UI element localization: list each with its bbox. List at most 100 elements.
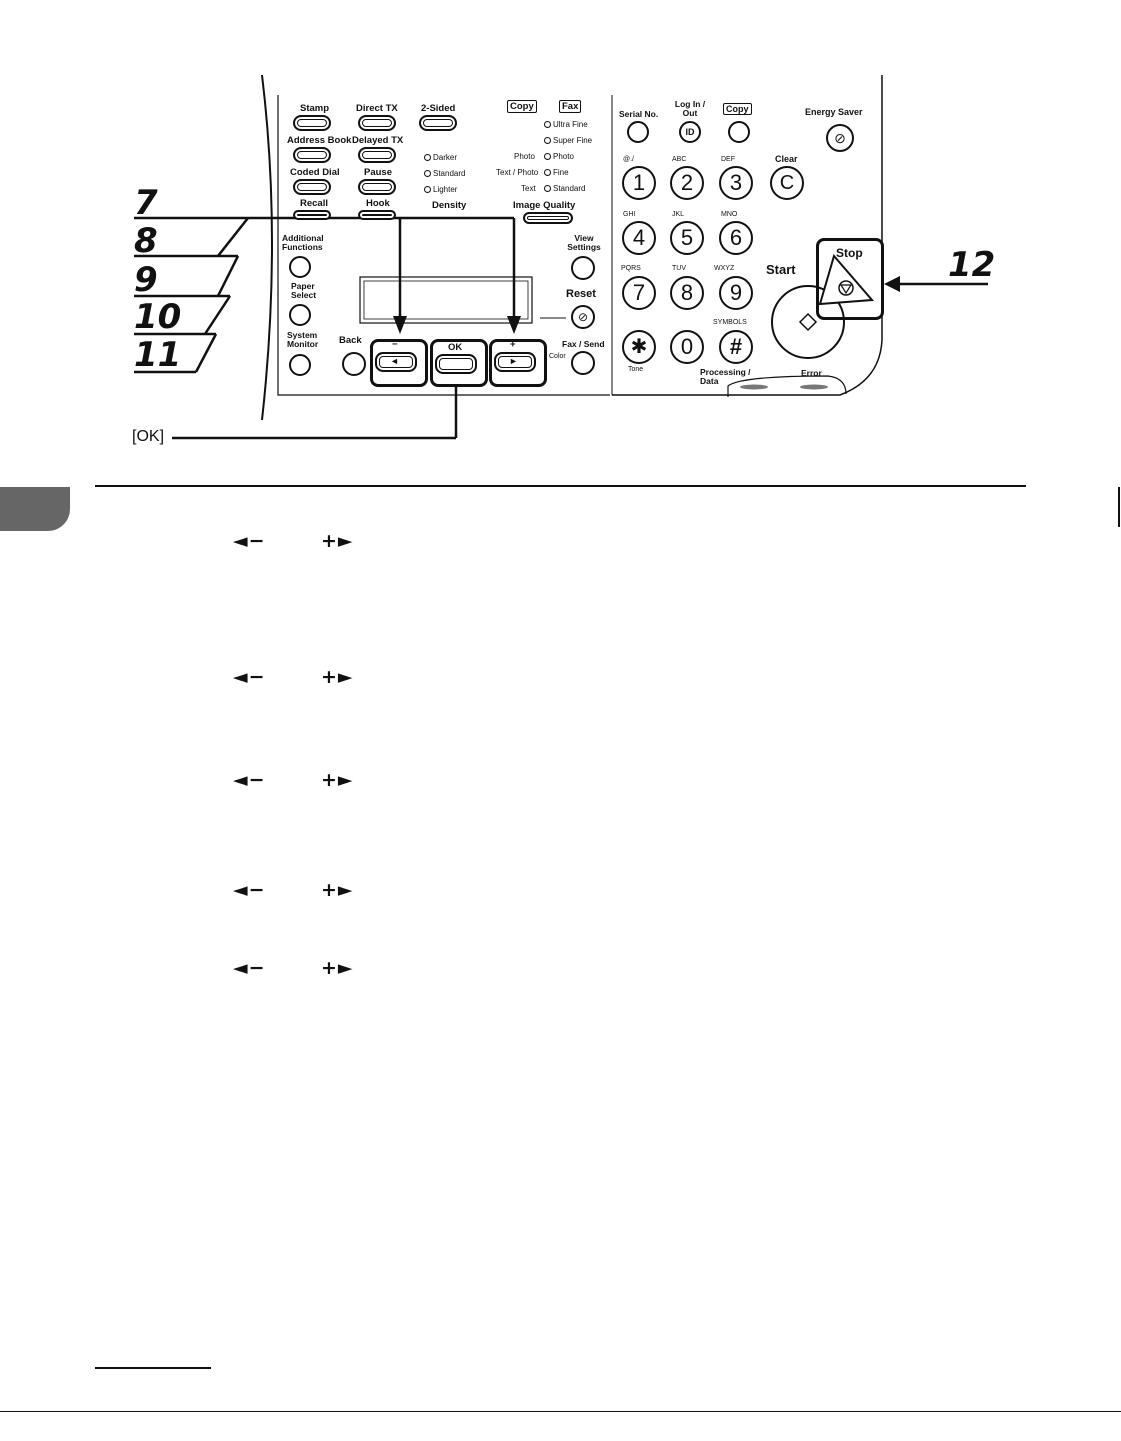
start-label: Start	[766, 262, 796, 277]
left-arrow-glyph: ◄	[390, 356, 399, 366]
right-margin-mark	[1118, 487, 1120, 527]
stop-label: Stop	[836, 246, 863, 260]
clear-label: Clear	[775, 154, 798, 164]
tone-label: Tone	[628, 366, 644, 373]
recall-button[interactable]	[293, 210, 331, 220]
density-label: Density	[432, 200, 467, 211]
minus-label: −	[392, 339, 398, 350]
standard-fax-indicator: Standard	[544, 184, 585, 194]
step-7-label: 7	[134, 183, 158, 223]
nav-row-4-minus: ◄−	[233, 879, 266, 901]
key-9[interactable]: 9	[719, 276, 753, 310]
step-8-label: 8	[134, 221, 158, 261]
key-6-letters: MNO	[721, 211, 738, 218]
back-button[interactable]	[342, 352, 366, 376]
stamp-label: Stamp	[300, 103, 330, 114]
ok-highlight	[430, 339, 488, 387]
nav-row-5-minus: ◄−	[233, 957, 266, 979]
key-9-letters: WXYZ	[714, 265, 735, 272]
key-hash[interactable]: #	[719, 330, 753, 364]
nav-row-5-plus: +►	[321, 957, 354, 979]
coded-dial-label: Coded Dial	[290, 167, 340, 178]
key-8[interactable]: 8	[670, 276, 704, 310]
key-7[interactable]: 7	[622, 276, 656, 310]
image-quality-label: Image Quality	[513, 200, 576, 211]
address-book-button[interactable]	[293, 147, 331, 163]
control-panel-illustration: 7 8 9 10 11 12 [OK] Stamp Direct TX 2-Si…	[0, 0, 1121, 480]
minus-highlight	[370, 339, 428, 387]
copy-label: Copy	[723, 103, 752, 115]
darker-indicator: Darker	[424, 153, 457, 163]
copy-tag: Copy	[507, 100, 537, 113]
right-arrow-glyph: ►	[509, 356, 518, 366]
coded-dial-button[interactable]	[293, 179, 331, 195]
key-1-letters: @./	[623, 156, 634, 163]
key-1[interactable]: 1	[622, 166, 656, 200]
text-label: Text	[521, 184, 536, 193]
nav-row-1-plus: +►	[321, 530, 354, 552]
energy-saver-button[interactable]: ⊘	[826, 124, 854, 152]
key-8-letters: TUV	[672, 265, 686, 272]
serial-no-label: Serial No.	[619, 109, 659, 119]
symbols-label: SYMBOLS	[713, 319, 747, 326]
view-settings-button[interactable]	[571, 256, 595, 280]
stop-button[interactable]	[820, 256, 874, 306]
key-3[interactable]: 3	[719, 166, 753, 200]
chapter-tab	[0, 487, 70, 531]
nav-row-3-minus: ◄−	[233, 769, 266, 791]
recall-label: Recall	[300, 198, 328, 209]
footer-rule	[0, 1411, 1121, 1412]
paper-select-button[interactable]	[289, 304, 311, 326]
plus-right-button[interactable]	[494, 352, 536, 372]
log-in-out-label: Log In / Out	[674, 99, 706, 118]
plus-label: +	[510, 339, 516, 350]
reset-label: Reset	[566, 288, 596, 300]
key-star[interactable]: ✱	[622, 330, 656, 364]
step-12-label: 12	[948, 245, 996, 285]
section-divider	[95, 485, 1026, 487]
error-label: Error	[801, 368, 822, 378]
minus-left-button[interactable]	[375, 352, 417, 372]
key-2[interactable]: 2	[670, 166, 704, 200]
ok-button[interactable]	[435, 354, 477, 374]
additional-functions-button[interactable]	[289, 256, 311, 278]
photo-copy-label: Photo	[514, 152, 535, 161]
system-monitor-button[interactable]	[289, 354, 311, 376]
hook-button[interactable]	[358, 210, 396, 220]
nav-row-3-plus: +►	[321, 769, 354, 791]
fine-indicator: Fine	[544, 168, 569, 178]
reset-button[interactable]: ⊘	[571, 305, 595, 329]
two-sided-button[interactable]	[419, 115, 457, 131]
system-monitor-label: System Monitor	[287, 330, 319, 349]
photo-fax-indicator: Photo	[544, 152, 574, 162]
log-in-out-button[interactable]: ID	[679, 121, 701, 143]
step-9-label: 9	[134, 260, 158, 300]
key-4[interactable]: 4	[622, 221, 656, 255]
direct-tx-button[interactable]	[358, 115, 396, 131]
key-6[interactable]: 6	[719, 221, 753, 255]
view-settings-label: View Settings	[567, 233, 601, 252]
image-quality-button[interactable]	[523, 212, 573, 224]
address-book-label: Address Book	[287, 135, 352, 146]
ok-callout-label: [OK]	[132, 428, 165, 445]
clear-key[interactable]: C	[770, 166, 804, 200]
key-5[interactable]: 5	[670, 221, 704, 255]
serial-no-button[interactable]	[627, 121, 649, 143]
processing-data-label: Processing / Data	[700, 367, 751, 386]
standard-indicator: Standard	[424, 169, 465, 179]
copy-button[interactable]	[728, 121, 750, 143]
ok-label: OK	[448, 342, 463, 353]
fax-send-button[interactable]	[571, 351, 595, 375]
direct-tx-label: Direct TX	[356, 103, 398, 114]
fax-send-label: Fax / Send	[562, 339, 605, 349]
delayed-tx-button[interactable]	[358, 147, 396, 163]
key-0[interactable]: 0	[670, 330, 704, 364]
pause-button[interactable]	[358, 179, 396, 195]
delayed-tx-label: Delayed TX	[352, 135, 404, 146]
fax-tag: Fax	[559, 100, 582, 113]
key-7-letters: PQRS	[621, 265, 641, 272]
plus-highlight	[489, 339, 547, 387]
ultra-fine-indicator: Ultra Fine	[544, 120, 588, 130]
panel-outline	[134, 74, 988, 440]
stamp-button[interactable]	[293, 115, 331, 131]
